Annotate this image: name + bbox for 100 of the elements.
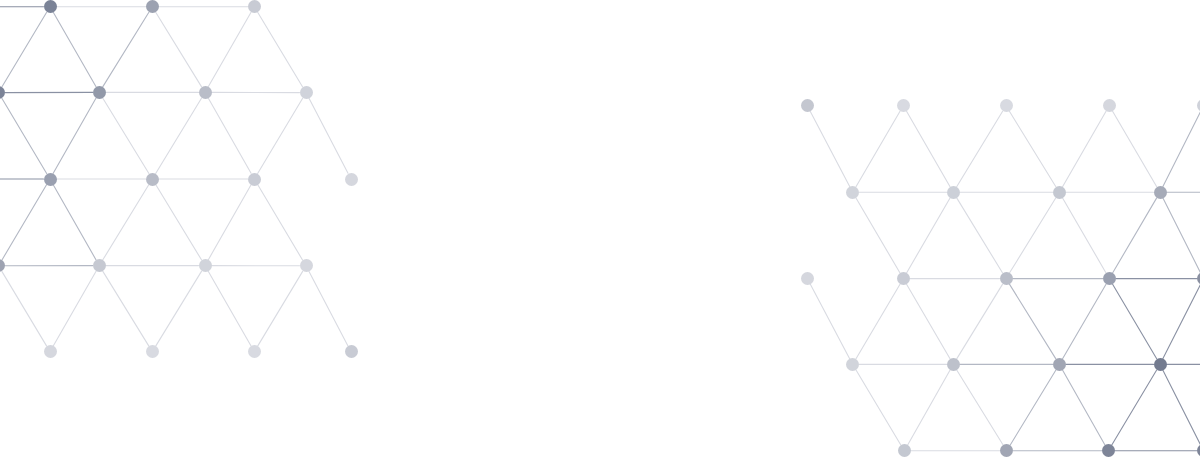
connector-line [1112,110,1158,188]
connector-line [52,184,97,261]
connector-line [1061,369,1106,446]
connector-line [1008,283,1057,360]
connector-line [1008,197,1057,274]
connector-line [959,363,1054,365]
connector-line [1165,191,1200,193]
node-dot [145,172,159,186]
connector-line [155,270,203,347]
connector-line [210,91,301,94]
node-dot [1101,444,1115,458]
connector-line [4,265,94,267]
node-dot [999,272,1013,286]
connector-line [105,91,200,93]
connector-line [0,178,45,180]
node-dot [846,357,860,371]
connector-line [1115,278,1198,280]
connector-line [308,97,349,174]
connector-line [102,184,150,261]
node-dot [92,85,106,99]
node-dot [247,172,261,186]
node-dot [299,86,313,100]
connector-line [1111,369,1158,446]
connector-line [906,197,951,274]
node-dot [198,259,212,273]
connector-line [1162,283,1200,360]
connector-line [155,97,203,174]
connector-line [1,184,48,261]
connector-line [257,184,304,261]
node-dot [846,185,860,199]
connector-line [855,283,901,360]
node-dot [896,99,910,113]
node-dot [999,99,1013,113]
connector-line [155,11,203,88]
connector-line [207,11,252,88]
connector-line [257,97,304,174]
connector-line [1,97,48,174]
connector-line [906,110,951,188]
connector-line [1009,369,1057,446]
node-dot [946,357,960,371]
node-dot [897,444,911,458]
connector-line [1062,283,1107,360]
connector-line [809,283,851,360]
node-dot [145,345,159,359]
node-dot [145,0,159,14]
connector-line [956,283,1004,360]
connector-line [855,197,901,274]
connector-line [1012,450,1103,452]
connector-line [52,270,97,347]
connector-line [1062,110,1107,188]
connector-line [1112,197,1158,274]
node-dot [92,259,106,273]
connector-line [956,110,1004,188]
node-dot [198,85,212,99]
connector-line [1112,283,1158,360]
connector-line [102,97,150,174]
connector-line [210,265,301,267]
connector-line [956,197,1004,274]
connector-line [155,184,203,261]
connector-line [1114,450,1198,452]
node-dot [1052,357,1066,371]
node-dot [896,272,910,286]
connector-line [909,278,1001,280]
connector-line [1162,197,1200,274]
node-dot [247,0,261,14]
node-dot [299,259,313,273]
connector-line [906,283,951,360]
connector-line [1008,110,1057,188]
node-dot [800,99,814,113]
node-dot [1102,272,1116,286]
connector-line [52,11,97,88]
connector-line [257,11,304,88]
connector-line [207,97,252,174]
connector-line [0,6,45,8]
connector-line [956,369,1004,446]
connector-line [1011,278,1104,280]
node-dot [43,0,57,14]
connector-line [906,369,951,446]
connector-line [207,270,252,347]
node-dot [43,345,57,359]
connector-line [855,369,902,446]
node-dot [247,345,261,359]
connector-line [1165,363,1200,365]
connector-line [308,271,349,347]
node-dot [344,172,358,186]
node-dot [1052,185,1066,199]
connector-line [809,110,851,188]
connector-line [102,11,150,88]
connector-line [1,11,48,88]
node-dot [946,185,960,199]
connector-line [855,110,901,188]
connector-line [1162,369,1200,446]
node-dot [344,345,358,359]
node-dot [800,272,814,286]
node-dot [1102,99,1116,113]
node-dot [1153,357,1167,371]
connector-line [4,91,94,94]
connector-line [1162,110,1200,188]
connector-line [207,184,252,261]
connector-line [858,363,948,365]
